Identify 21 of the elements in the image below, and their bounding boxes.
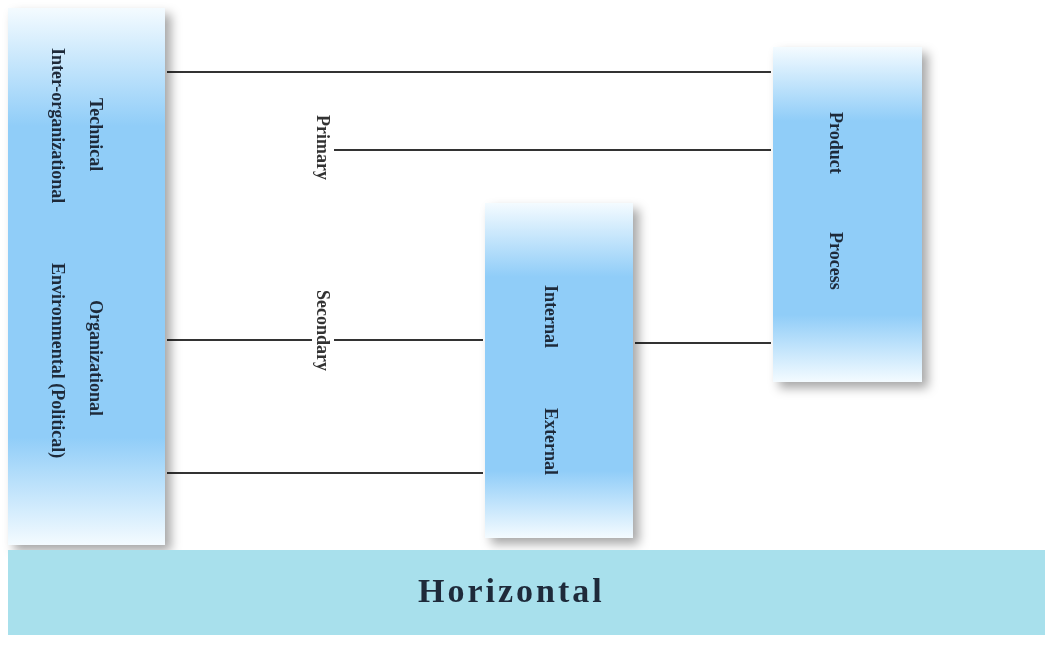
category-label: Product (827, 112, 845, 174)
category-label: Process (827, 232, 845, 290)
connector-line (166, 472, 484, 474)
base-band (8, 550, 1045, 635)
connector-line (333, 149, 772, 151)
category-box (485, 203, 633, 538)
band-title: Horizontal (418, 572, 605, 610)
connector-line (333, 339, 484, 341)
category-label: Internal (542, 285, 560, 348)
category-label: Technical (87, 98, 105, 172)
category-box (773, 47, 922, 382)
category-label: Primary (314, 115, 332, 180)
category-label: Inter-organizational (49, 48, 67, 204)
category-box (8, 8, 165, 545)
category-label: Secondary (314, 290, 332, 371)
connector-line (166, 71, 772, 73)
connector-line (634, 342, 772, 344)
connector-line (166, 339, 313, 341)
category-label: External (542, 408, 560, 475)
category-label: Organizational (87, 300, 105, 416)
category-label: Environmental (Political) (49, 263, 67, 459)
